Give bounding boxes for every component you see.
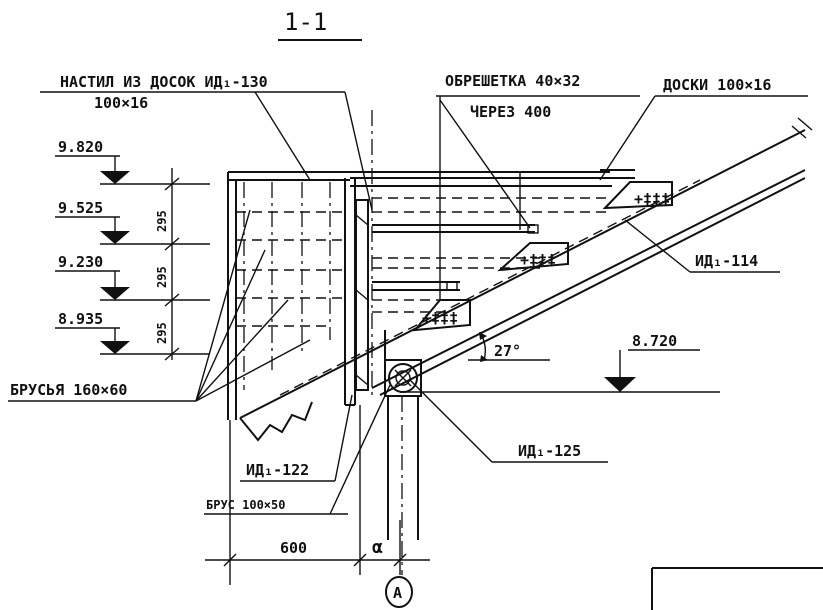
label-bars-160: БРУСЬЯ 160×60 — [8, 209, 311, 402]
bar-100-label: БРУС 100×50 — [206, 498, 285, 512]
level-mark-9230: 9.230 — [55, 253, 210, 301]
level-mark-8720: 8.720 — [400, 332, 720, 393]
spacing-label: 295 — [155, 322, 169, 344]
part-122-label: ИД₁-122 — [246, 461, 309, 479]
level-label: 9.230 — [58, 253, 103, 271]
label-boards: ДОСКИ 100×16 — [599, 76, 808, 181]
boards-label: ДОСКИ 100×16 — [663, 76, 771, 94]
bars-160-label: БРУСЬЯ 160×60 — [10, 381, 127, 399]
lathing-label: ОБРЕШЕТКА 40×32 — [445, 72, 580, 90]
label-125: ИД₁-125 — [409, 379, 608, 463]
spacing-label: 295 — [155, 266, 169, 288]
label-bar-100: БРУС 100×50 — [204, 384, 391, 515]
label-114: ИД₁-114 — [624, 219, 780, 273]
bottom-dimension: 600 α — [205, 405, 430, 585]
label-lathing: ОБРЕШЕТКА 40×32 ЧЕРЕЗ 400 — [436, 72, 640, 229]
level-label: 9.820 — [58, 138, 103, 156]
part-114-label: ИД₁-114 — [695, 252, 758, 270]
svg-text:+‡‡‡: +‡‡‡ — [422, 309, 458, 327]
blocks: +‡‡‡ +‡‡‡ +‡‡‡ — [412, 181, 673, 332]
lathing-step: ЧЕРЕЗ 400 — [470, 103, 551, 121]
node-125 — [384, 330, 422, 397]
axis-bubble: A — [385, 576, 413, 608]
angle-label: 27° — [494, 342, 521, 360]
level-label: 8.720 — [632, 332, 677, 350]
svg-text:+‡‡‡: +‡‡‡ — [520, 251, 556, 269]
rafters — [239, 117, 813, 442]
column — [387, 396, 419, 575]
vertical-dimension: 295 295 295 — [155, 168, 180, 361]
level-label: 9.525 — [58, 199, 103, 217]
decking-size: 100×16 — [94, 94, 148, 112]
level-mark-9820: 9.820 — [55, 138, 210, 185]
dimension-600: 600 — [280, 539, 307, 557]
spacing-label: 295 — [155, 210, 169, 232]
part-125-label: ИД₁-125 — [518, 442, 581, 460]
svg-text:+‡‡‡: +‡‡‡ — [634, 190, 670, 208]
label-decking: НАСТИЛ ИЗ ДОСОК ИД₁-130 100×16 — [40, 73, 373, 211]
dimension-alpha: α — [372, 537, 383, 558]
lathing-boards — [350, 169, 635, 313]
angle-mark: 27° — [468, 331, 550, 362]
axis-label: A — [393, 584, 402, 602]
label-122: ИД₁-122 — [240, 394, 353, 482]
level-mark-9525: 9.525 — [55, 199, 210, 245]
title-block-corner — [651, 567, 823, 610]
section-title: 1-1 — [284, 8, 327, 36]
level-mark-8935: 8.935 — [55, 310, 210, 355]
level-label: 8.935 — [58, 310, 103, 328]
decking-label: НАСТИЛ ИЗ ДОСОК ИД₁-130 — [60, 73, 268, 91]
